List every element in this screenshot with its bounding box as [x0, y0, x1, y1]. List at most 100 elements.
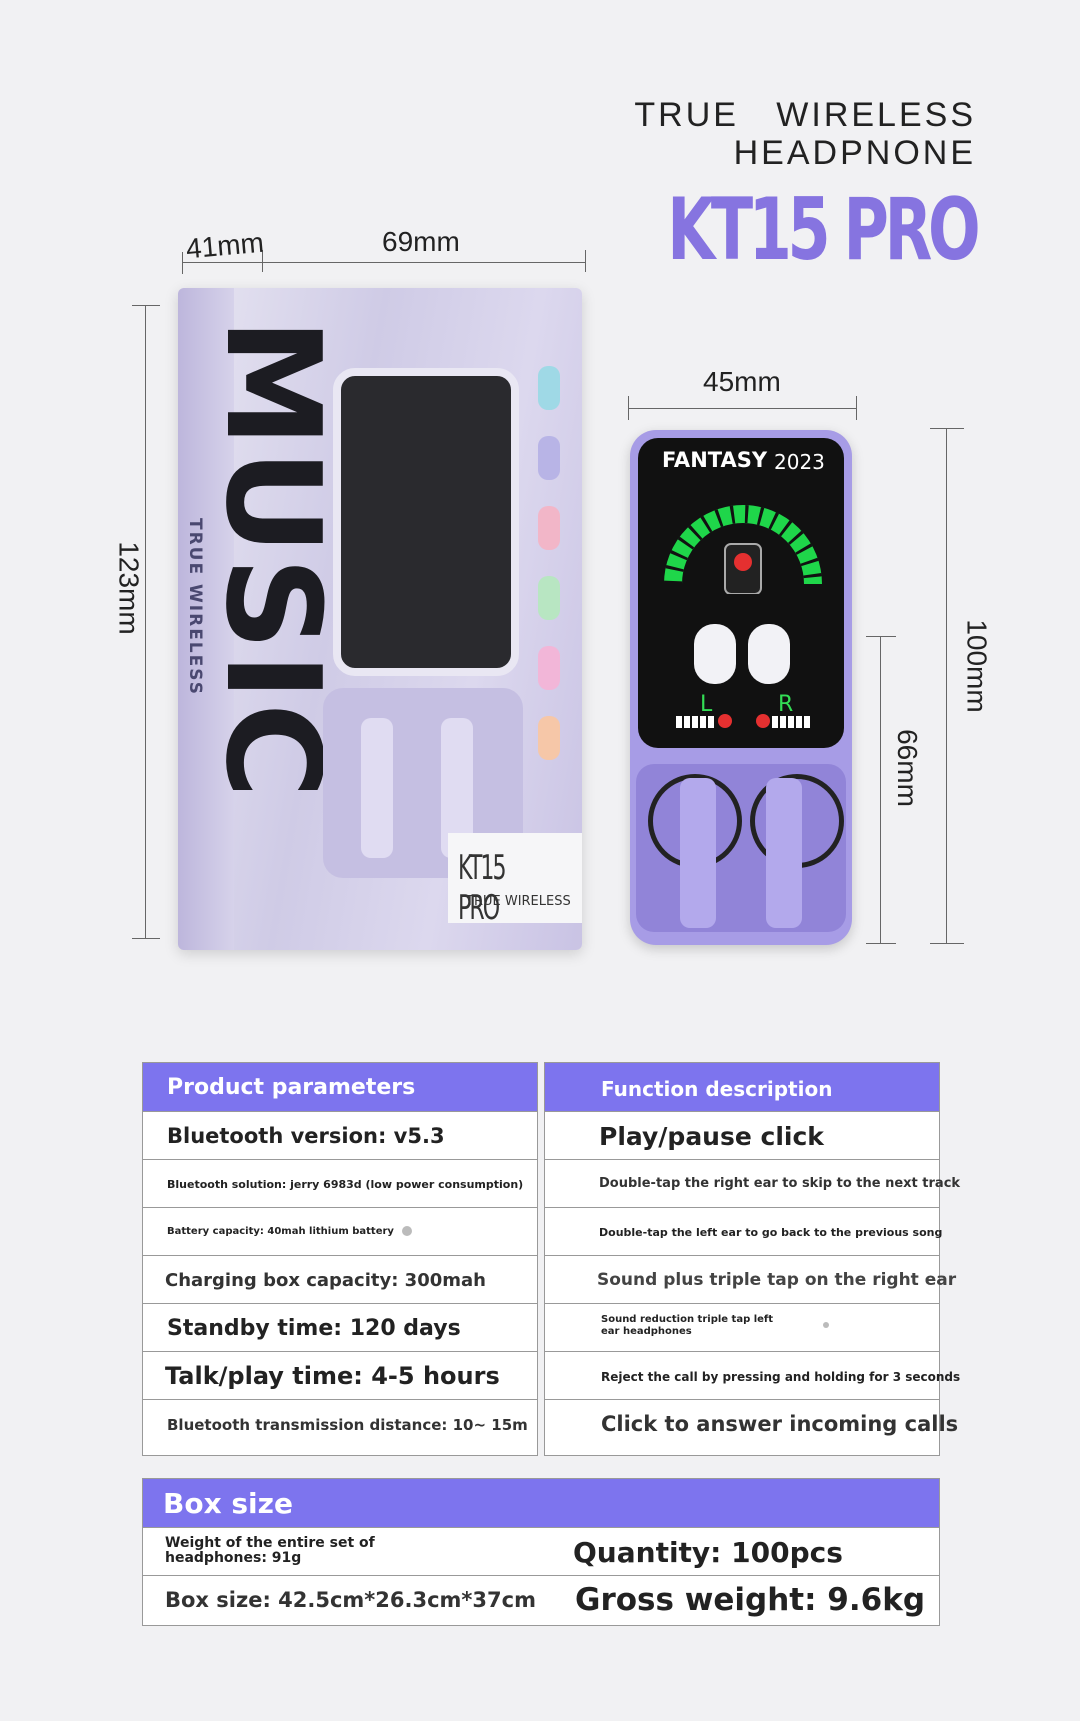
dim-tick [866, 636, 896, 637]
device-brand: FANTASY [662, 448, 768, 472]
dim-tick [866, 943, 896, 944]
product-parameters-header: Product parameters [143, 1063, 537, 1111]
dim-tick [132, 305, 160, 306]
device-width-line [628, 408, 856, 409]
box-size-table: Box size Weight of the entire set of hea… [142, 1478, 940, 1626]
table-row: Reject the call by pressing and holding … [545, 1351, 960, 1400]
earbud-right [766, 778, 802, 928]
model-title: KT15 PRO [666, 180, 980, 280]
device-left-earbud-icon [694, 624, 736, 684]
feature-chip-icon [538, 366, 560, 410]
dim-tick [262, 250, 263, 272]
table-row: Standby time: 120 days [143, 1303, 537, 1352]
table-row: Bluetooth version: v5.3 [143, 1111, 537, 1160]
package-side-panel [178, 288, 234, 950]
battery-icon [401, 1226, 412, 1236]
dim-tick [856, 396, 857, 420]
param-text: Battery capacity: 40mah lithium battery [167, 1226, 412, 1237]
product-parameters-table: Product parameters Bluetooth version: v5… [142, 1062, 538, 1456]
right-battery-bar [772, 716, 812, 728]
param-text: Bluetooth transmission distance: 10~ 15m [167, 1416, 528, 1434]
param-text-inner: Battery capacity: 40mah lithium battery [167, 1226, 394, 1237]
weight-set-text: Weight of the entire set of headphones: … [165, 1535, 375, 1566]
device-width-label: 45mm [703, 366, 781, 397]
feature-chip-icon [538, 436, 560, 480]
device-left-label: L [700, 692, 713, 717]
left-battery-bar [676, 716, 716, 728]
dim-tick [930, 428, 964, 429]
depth-label: 41mm [184, 226, 265, 265]
earbud-left [680, 778, 716, 928]
function-text: Sound reduction triple tap left ear head… [601, 1314, 774, 1337]
gross-weight-text: Gross weight: 9.6kg [575, 1582, 926, 1618]
function-text: Double-tap the right ear to skip to the … [599, 1176, 961, 1191]
table-row: Click to answer incoming calls [545, 1399, 958, 1448]
package-label [448, 833, 582, 923]
param-text: Standby time: 120 days [167, 1316, 461, 1341]
package-subtitle: TRUE WIRELESS [466, 894, 571, 909]
function-text: Sound plus triple tap on the right ear [597, 1270, 957, 1290]
function-text: Double-tap the left ear to go back to th… [599, 1226, 943, 1239]
package-side-text: TRUE WIRELESS [185, 518, 205, 696]
dim-tick [585, 250, 586, 272]
param-text: Bluetooth solution: jerry 6983d (low pow… [167, 1178, 524, 1191]
param-text: Bluetooth version: v5.3 [167, 1124, 445, 1148]
box-dimensions-text: Box size: 42.5cm*26.3cm*37cm [165, 1588, 536, 1612]
function-description-header: Function description [545, 1063, 939, 1111]
charging-case-device: FANTASY 2023 L R [630, 430, 852, 945]
cradle-height-label: 66mm [891, 729, 923, 807]
table-row: Talk/play time: 4-5 hours [143, 1351, 537, 1400]
left-charging-icon [718, 714, 732, 728]
dim-tick [930, 943, 964, 944]
device-right-earbud-icon [748, 624, 790, 684]
param-text: Talk/play time: 4-5 hours [165, 1362, 500, 1390]
package-device-screen [333, 368, 519, 676]
package-side-text-area: TRUE WIRELESS [180, 518, 210, 858]
package-model: KT15 PRO [458, 848, 507, 928]
earbud-left-image [361, 718, 393, 858]
table-row: Battery capacity: 40mah lithium battery [143, 1207, 537, 1256]
dim-tick [132, 938, 160, 939]
table-row: Sound reduction triple tap left ear head… [545, 1303, 939, 1352]
table-row: Bluetooth transmission distance: 10~ 15m [143, 1399, 537, 1448]
feature-chip-icon [538, 716, 560, 760]
device-screen: FANTASY 2023 L R [638, 438, 844, 748]
height-label: 123mm [113, 541, 145, 635]
product-parameters-title: Product parameters [167, 1075, 416, 1100]
device-year: 2023 [774, 450, 825, 474]
box-size-title: Box size [163, 1487, 293, 1520]
function-text: Click to answer incoming calls [601, 1412, 959, 1436]
dim-tick [182, 252, 183, 274]
header-line-2: HEADPNONE [733, 134, 976, 172]
dim-tick [628, 396, 629, 420]
decorative-dot-icon [823, 1322, 829, 1328]
table-row: Double-tap the left ear to go back to th… [545, 1207, 943, 1256]
device-height-label: 100mm [961, 619, 993, 713]
cradle-height-line [880, 636, 881, 943]
width-label: 69mm [382, 226, 460, 257]
table-row: Weight of the entire set of headphones: … [143, 1527, 939, 1576]
retail-package: MUSIC TRUE WIRELESS KT15 PRO TRUE WIRELE… [178, 288, 582, 950]
param-text: Charging box capacity: 300mah [165, 1270, 486, 1291]
header-line-1: TRUE WIRELESS [634, 96, 976, 134]
function-text: Reject the call by pressing and holding … [601, 1370, 961, 1384]
function-text: Play/pause click [599, 1122, 824, 1151]
table-row: Box size: 42.5cm*26.3cm*37cm Gross weigh… [143, 1575, 939, 1625]
feature-chip-icon [538, 576, 560, 620]
table-row: Double-tap the right ear to skip to the … [545, 1159, 960, 1208]
box-size-header: Box size [143, 1479, 939, 1527]
width-dimension-line [182, 262, 585, 263]
device-height-line [946, 428, 947, 943]
battery-gauge [664, 505, 822, 594]
function-description-title: Function description [601, 1077, 833, 1101]
height-dimension-line [145, 305, 146, 938]
package-music-text: MUSIC [218, 318, 328, 801]
package-music-text-area: MUSIC [218, 318, 328, 928]
device-earbud-cradle [636, 764, 846, 932]
table-row: Sound plus triple tap on the right ear [545, 1255, 956, 1304]
table-row: Charging box capacity: 300mah [143, 1255, 537, 1304]
device-right-label: R [778, 692, 794, 717]
quantity-text: Quantity: 100pcs [573, 1536, 843, 1569]
feature-chip-icon [538, 506, 560, 550]
feature-chip-icon [538, 646, 560, 690]
